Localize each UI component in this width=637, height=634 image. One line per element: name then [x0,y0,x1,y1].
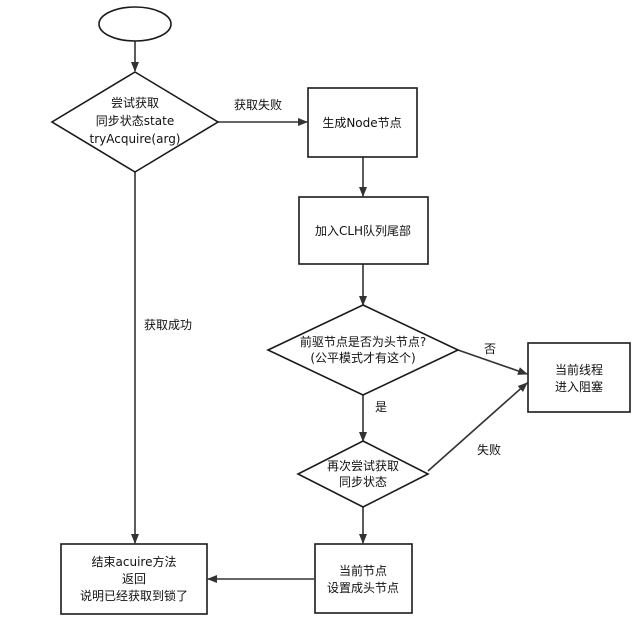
node-retry-line-1: 再次尝试获取 [327,458,399,473]
node-block: 当前线程 进入阻塞 [527,342,631,413]
node-join-clh: 加入CLH队列尾部 [298,196,429,265]
node-join-clh-line-1: 加入CLH队列尾部 [315,223,411,238]
node-try-acquire-line-2: 同步状态state [96,114,174,128]
edge-prev-to-block [457,349,528,375]
node-try-acquire-line-3: tryAcquire(arg) [89,132,180,146]
node-try-acquire-line-1: 尝试获取 [111,95,159,110]
node-end-line-2: 返回 [122,572,146,586]
edge-retry-to-block [427,382,528,472]
node-end-line-3: 说明已经获取到锁了 [80,588,188,603]
edge-label-yes: 是 [375,400,387,414]
edge-label-fail: 失败 [477,442,501,457]
node-create-node-line-1: 生成Node节点 [322,116,401,130]
node-prev-is-head: 前驱节点是否为头节点? (公平模式才有这个) [266,304,460,396]
node-retry: 再次尝试获取 同步状态 [296,440,430,508]
node-block-line-1: 当前线程 [555,362,603,377]
start-node [98,6,172,42]
edge-label-acquire-success: 获取成功 [144,318,192,332]
node-end-line-1: 结束acuire方法 [92,554,177,569]
node-prev-is-head-line-2: (公平模式才有这个) [310,350,415,365]
node-retry-line-2: 同步状态 [339,475,387,489]
node-try-acquire: 尝试获取 同步状态state tryAcquire(arg) [50,71,220,173]
node-create-node: 生成Node节点 [307,87,418,158]
node-end: 结束acuire方法 返回 说明已经获取到锁了 [60,543,208,615]
node-set-head-line-1: 当前节点 [339,563,387,578]
node-prev-is-head-line-1: 前驱节点是否为头节点? [300,334,426,349]
node-block-line-2: 进入阻塞 [555,379,603,394]
node-set-head: 当前节点 设置成头节点 [314,543,413,614]
edge-label-no: 否 [484,342,496,356]
edge-label-acquire-fail: 获取失败 [234,97,282,112]
node-set-head-line-2: 设置成头节点 [327,581,399,595]
